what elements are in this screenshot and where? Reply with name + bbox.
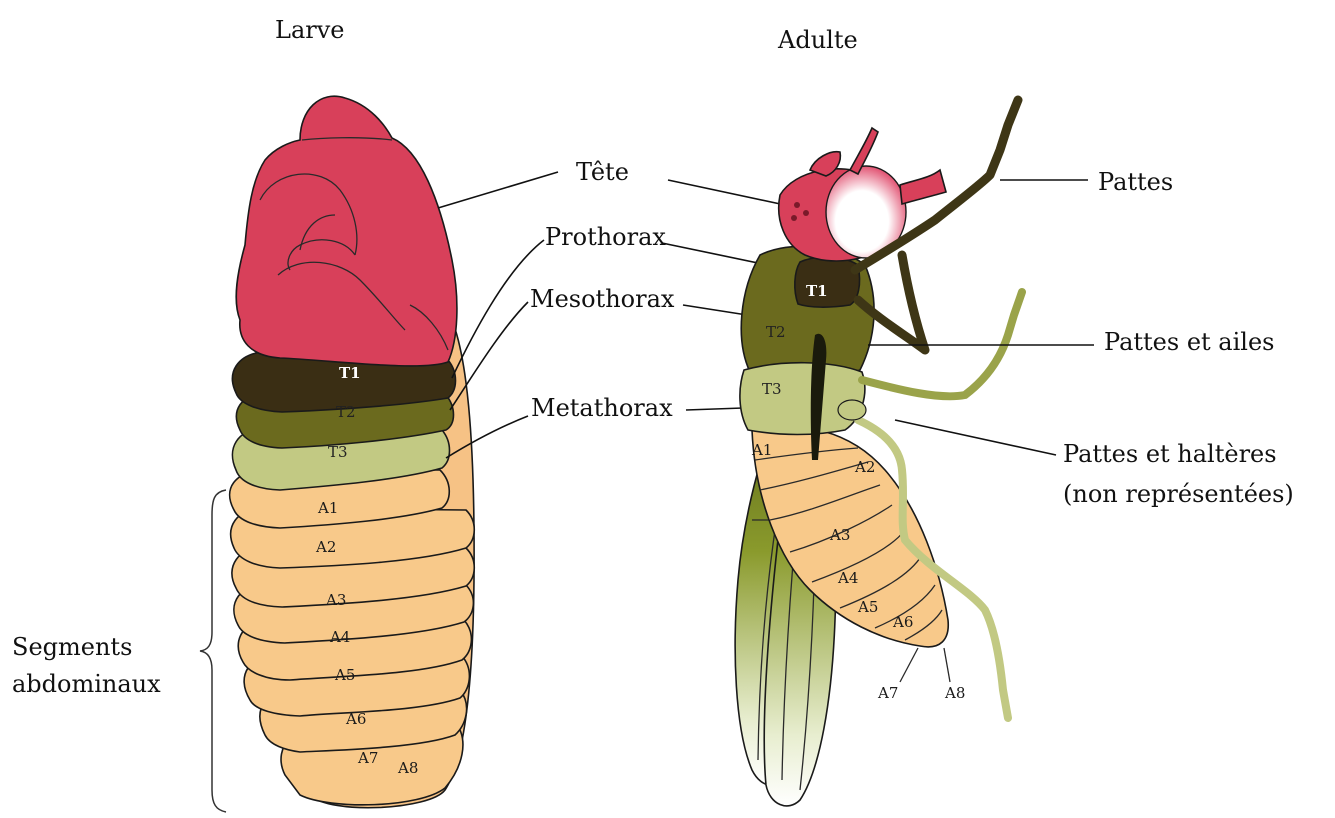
adult-ocellus-2 — [803, 210, 809, 216]
abdominal-brace — [200, 490, 226, 812]
legs-wings-label: Pattes et ailes — [1104, 328, 1274, 356]
adult-label-t2: T2 — [766, 323, 786, 341]
adult-ocellus-1 — [794, 202, 800, 208]
larva-label-a3: A3 — [325, 591, 346, 609]
larva-label-a7: A7 — [357, 749, 378, 767]
larva-title: Larve — [275, 16, 344, 44]
larva-label-a1: A1 — [317, 499, 338, 517]
legs-halteres-label-line1: Pattes et haltères — [1063, 440, 1277, 468]
larva-label-t1: T1 — [339, 364, 361, 382]
larva: T1 T2 T3 A1 A2 A3 A4 A5 A6 A7 A8 — [230, 96, 475, 808]
leader-a8 — [944, 648, 950, 682]
mesothorax-label: Mesothorax — [530, 285, 675, 313]
adult-fly: T1 T2 T3 A1 A2 A3 A4 A5 A6 A7 A8 — [735, 100, 1022, 806]
adult-label-t1: T1 — [806, 282, 828, 300]
leader-metathorax-adult — [686, 408, 743, 410]
metathorax-label: Metathorax — [531, 394, 673, 422]
prothorax-label: Prothorax — [545, 223, 666, 251]
adult-label-t3: T3 — [762, 380, 782, 398]
adult-proboscis — [900, 170, 946, 204]
larva-label-a6: A6 — [345, 710, 366, 728]
adult-label-a3: A3 — [829, 526, 850, 544]
head-label: Tête — [576, 158, 629, 186]
adult-ocellus-3 — [791, 215, 797, 221]
adult-label-a4: A4 — [837, 569, 858, 587]
legs-label: Pattes — [1098, 168, 1173, 196]
adult-label-a8: A8 — [944, 684, 965, 702]
larva-label-a2: A2 — [315, 538, 336, 556]
larva-label-a5: A5 — [334, 666, 355, 684]
abdominal-label-line1: Segments — [12, 633, 132, 661]
adult-thorax-t3 — [740, 363, 865, 435]
larva-label-t2: T2 — [336, 403, 356, 421]
leader-mesothorax-adult — [683, 305, 747, 315]
larva-label-a4: A4 — [329, 628, 350, 646]
larva-label-t3: T3 — [328, 443, 348, 461]
adult-title: Adulte — [777, 26, 858, 54]
leader-head-larva — [438, 172, 558, 208]
adult-label-a1: A1 — [751, 441, 772, 459]
leader-legs-halteres — [895, 420, 1056, 455]
adult-label-a7: A7 — [877, 684, 898, 702]
adult-label-a6: A6 — [892, 613, 913, 631]
adult-label-a2: A2 — [854, 458, 875, 476]
abdominal-label-line2: abdominaux — [12, 670, 161, 698]
adult-leg-3 — [862, 292, 1022, 396]
adult-label-a5: A5 — [857, 598, 878, 616]
leader-a7 — [900, 648, 918, 682]
leader-head-adult — [668, 180, 785, 205]
adult-haltere — [838, 400, 866, 420]
larva-label-a8: A8 — [397, 759, 418, 777]
larva-head — [236, 96, 457, 366]
legs-halteres-label-line2: (non représentées) — [1063, 480, 1294, 508]
